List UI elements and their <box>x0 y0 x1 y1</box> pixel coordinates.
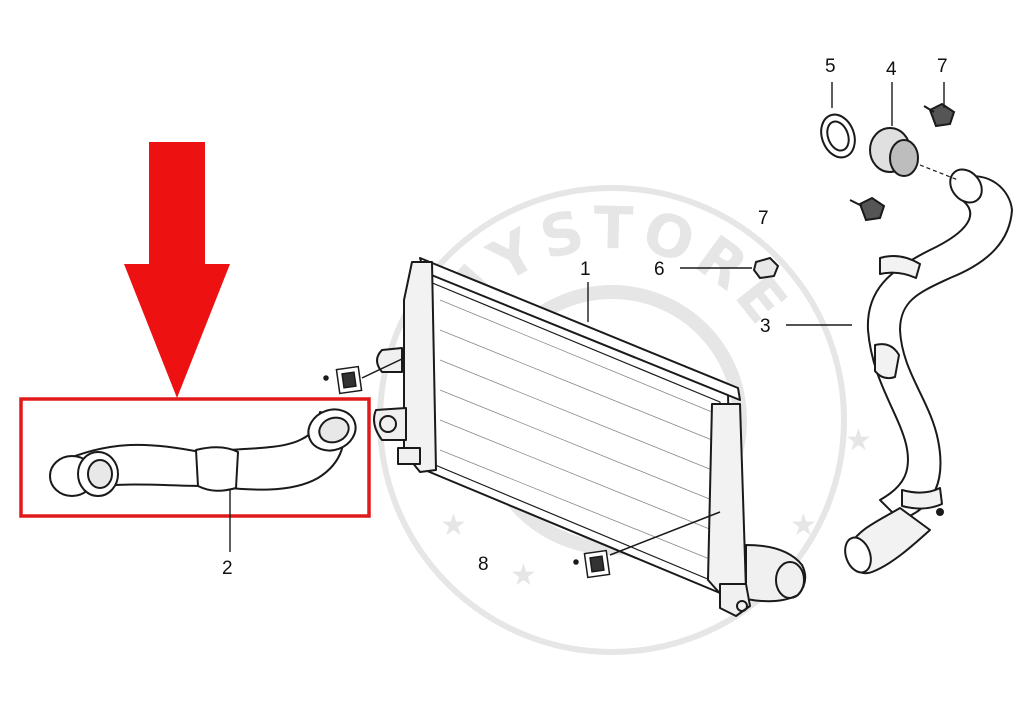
hose-upper-clip-pin <box>936 508 944 516</box>
fittings <box>752 102 959 280</box>
callout-5: 5 <box>825 56 836 77</box>
hose-upper-lower-clamp <box>901 487 943 510</box>
callout-1: 1 <box>580 259 591 280</box>
watermark-star: ★ <box>845 423 872 458</box>
callouts: 1 2 3 4 5 6 7 7 8 <box>222 56 948 579</box>
bolt-upper <box>923 102 956 128</box>
radiator-left-bracket <box>397 447 421 465</box>
hose-lower-left-opening <box>87 459 113 489</box>
hose-upper-bottom-opening <box>844 536 872 574</box>
hose-upper-clamp <box>879 255 921 279</box>
clip-upper-pin <box>323 375 329 381</box>
intercooler-radiator <box>373 257 807 617</box>
hose-lower-sleeve <box>195 446 239 492</box>
radiator-fins <box>439 299 713 561</box>
hose-upper-elbow <box>874 343 900 380</box>
callout-4: 4 <box>886 59 897 80</box>
seal-ring-inner <box>826 120 850 152</box>
callout-6: 6 <box>654 259 665 280</box>
callout-3: 3 <box>760 316 771 337</box>
radiator-right-outlet <box>745 544 807 603</box>
callout-2: 2 <box>222 558 233 579</box>
radiator-left-tank <box>403 261 437 473</box>
clip-lower-pin <box>573 559 579 565</box>
leader-lines <box>229 82 945 552</box>
clip-upper-leader <box>361 357 405 379</box>
down-arrow-icon <box>124 142 230 398</box>
radiator-mount-pin <box>736 600 748 612</box>
clip-lower-inner <box>589 555 605 573</box>
callout-7-mid: 7 <box>758 208 769 229</box>
mounting-clips <box>323 357 721 579</box>
radiator-left-port-opening <box>379 415 397 433</box>
clip-lower-leader <box>609 511 721 556</box>
radiator-left-port-top <box>376 347 403 373</box>
adapter-fitting-front <box>889 139 919 177</box>
callout-8: 8 <box>478 554 489 575</box>
bolt-lower <box>849 196 886 222</box>
clip-upper-inner <box>341 371 357 389</box>
charge-air-hose-upper <box>844 168 1013 575</box>
charge-air-hose-lower <box>49 408 357 497</box>
watermark-star: ★ <box>440 508 467 543</box>
watermark-star: ★ <box>510 558 537 593</box>
watermark-star: ★ <box>790 508 817 543</box>
callout-7-top: 7 <box>937 56 948 77</box>
radiator-right-outlet-opening <box>775 561 805 599</box>
highlight-box <box>19 397 371 518</box>
hose-upper-top-end <box>949 168 983 204</box>
nut <box>752 256 780 280</box>
radiator-right-tank <box>707 403 747 599</box>
radiator-left-port-bottom <box>373 407 407 441</box>
hose-lower-right-opening <box>318 416 350 444</box>
